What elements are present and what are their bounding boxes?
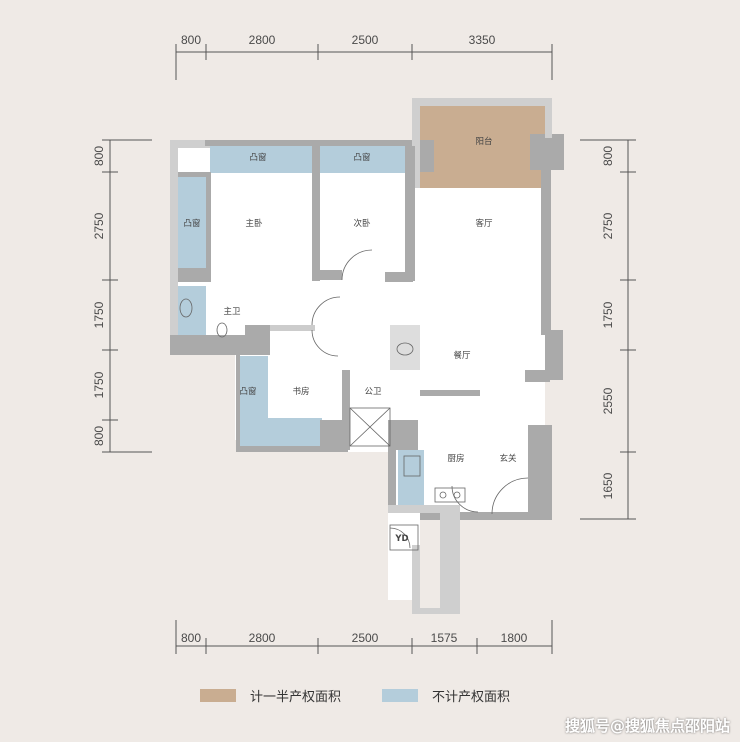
sink-master xyxy=(179,298,193,318)
legend: 计一半产权面积 不计产权面积 xyxy=(0,686,740,706)
dim-left-5: 800 xyxy=(92,426,106,446)
label-master-bath: 主卫 xyxy=(223,306,241,317)
shower-box xyxy=(349,407,391,447)
label-public-bath: 公卫 xyxy=(364,387,382,397)
dim-left-4: 1750 xyxy=(92,371,106,398)
walls xyxy=(170,98,564,614)
dim-bottom-4: 1575 xyxy=(431,631,458,645)
legend-swatch-half xyxy=(200,689,236,702)
yd-box xyxy=(389,524,419,551)
dim-right-1: 800 xyxy=(601,146,615,166)
bay-top1-fill xyxy=(210,145,312,173)
door-arc-6 xyxy=(389,527,411,549)
dim-top-1: 800 xyxy=(181,33,201,47)
toilet-master xyxy=(216,322,228,338)
bay-top2-fill xyxy=(320,145,410,173)
dim-bottom-2: 2800 xyxy=(249,631,276,645)
dim-right-2: 2750 xyxy=(601,212,615,239)
label-bay-study: 凸窗 xyxy=(239,386,256,397)
door-arc-3 xyxy=(311,329,339,357)
dim-right-3: 1750 xyxy=(601,301,615,328)
dim-top-4: 3350 xyxy=(469,33,496,47)
label-bay-top2: 凸窗 xyxy=(353,152,370,163)
dim-right-5: 1650 xyxy=(601,472,615,499)
dim-bottom-3: 2500 xyxy=(352,631,379,645)
dim-left-2: 2750 xyxy=(92,212,106,239)
dim-left-3: 1750 xyxy=(92,301,106,328)
label-bay-left: 凸窗 xyxy=(183,218,200,229)
dim-right-4: 2550 xyxy=(601,387,615,414)
label-balcony: 阳台 xyxy=(475,136,492,147)
dimension-lines xyxy=(102,44,636,654)
legend-swatch-none xyxy=(382,689,418,702)
label-second-bedroom: 次卧 xyxy=(353,218,371,229)
label-dining-room: 餐厅 xyxy=(453,351,471,361)
kitchen-sink xyxy=(403,455,421,477)
area-fills xyxy=(176,106,545,510)
dim-bottom-5: 1800 xyxy=(501,631,528,645)
dimension-labels: 800 2800 2500 3350 800 2800 2500 1575 18… xyxy=(92,33,615,645)
legend-no-area-text: 不计产权面积 xyxy=(432,690,511,705)
stove xyxy=(434,487,466,503)
dim-top-3: 2500 xyxy=(352,33,379,47)
door-arc-2 xyxy=(311,296,341,326)
door-arc-5 xyxy=(451,485,479,513)
dim-bottom-1: 800 xyxy=(181,631,201,645)
floor-plan: 800 2800 2500 3350 800 2800 2500 1575 18… xyxy=(92,33,636,654)
label-kitchen: 厨房 xyxy=(447,453,464,464)
label-study: 书房 xyxy=(292,386,309,397)
label-entrance: 玄关 xyxy=(499,453,517,464)
label-master-bedroom: 主卧 xyxy=(245,218,263,229)
door-arc-1 xyxy=(341,249,373,281)
fixtures xyxy=(179,249,529,551)
dim-left-1: 800 xyxy=(92,146,106,166)
legend-half-area-text: 计一半产权面积 xyxy=(250,690,342,705)
sink-public xyxy=(396,342,414,356)
watermark: 搜狐号@搜狐焦点邵阳站 xyxy=(564,717,730,735)
balcony-fill xyxy=(420,106,545,188)
legend-no-area: 不计产权面积 xyxy=(382,686,510,705)
label-bay-top1: 凸窗 xyxy=(249,152,266,163)
room-labels: 阳台 凸窗 凸窗 凸窗 主卧 次卧 客厅 主卫 餐厅 凸窗 书房 公卫 厨房 玄… xyxy=(183,136,517,544)
bay-left-fill xyxy=(178,176,208,268)
floor-area xyxy=(170,140,560,600)
door-arc-4 xyxy=(491,477,529,515)
label-living-room: 客厅 xyxy=(475,218,493,229)
legend-half-area: 计一半产权面积 xyxy=(200,686,341,705)
bay-study-fill xyxy=(238,356,322,446)
label-yd: YD xyxy=(394,534,408,544)
dim-top-2: 2800 xyxy=(249,33,276,47)
